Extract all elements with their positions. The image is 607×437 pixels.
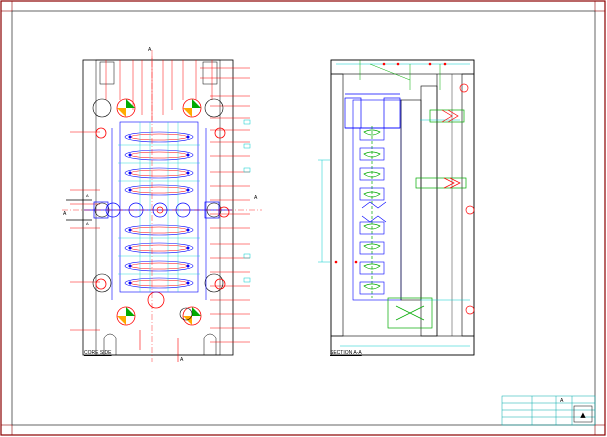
section-cavities xyxy=(363,126,381,298)
section-cavity-blue xyxy=(359,127,387,295)
section-top-leaders xyxy=(359,60,441,90)
ejector-rods xyxy=(387,83,475,329)
title-block-logo: ▲ xyxy=(573,405,593,423)
top-ear-right xyxy=(202,61,218,85)
core-side-view xyxy=(62,50,262,362)
inner-frame xyxy=(11,10,596,426)
section-top-plate xyxy=(330,59,475,75)
section-right-clamp xyxy=(461,73,475,337)
section-dimension-left xyxy=(318,63,470,347)
section-left-clamp xyxy=(330,73,344,337)
left-dimension-bottom: A xyxy=(86,221,89,226)
ejector-pins xyxy=(128,135,190,285)
section-a-a-view xyxy=(318,59,475,356)
core-side-caption: CORE SIDE xyxy=(84,350,112,356)
section-bottom-plate xyxy=(330,335,475,356)
title-block-sheet-mark: A xyxy=(560,398,564,404)
section-marker-top: A xyxy=(148,47,152,53)
right-dimension-stubs xyxy=(243,119,251,283)
left-dimension-top: A xyxy=(86,193,89,198)
section-a-a-caption: SECTION A-A xyxy=(330,350,362,356)
core-plate-inner xyxy=(95,59,221,356)
top-ear-left xyxy=(99,61,115,85)
section-marker-right: A xyxy=(254,195,258,201)
section-red-markers xyxy=(334,62,447,264)
section-marker-bottom: A xyxy=(180,357,184,363)
svg-text:▲: ▲ xyxy=(580,411,586,419)
cavity-stack xyxy=(111,121,207,300)
title-block xyxy=(501,395,596,426)
bottom-slot-right xyxy=(203,333,217,355)
core-plate xyxy=(400,99,422,301)
bottom-slot-left xyxy=(103,333,117,355)
right-leader-lines xyxy=(200,67,250,343)
support-plate xyxy=(420,85,438,337)
bottom-sprue-marker xyxy=(139,307,193,362)
alignment-quadrant-markers xyxy=(117,99,201,325)
section-marker-left: A xyxy=(63,211,67,217)
section-outline xyxy=(330,59,475,356)
left-leader-lines xyxy=(70,131,100,331)
